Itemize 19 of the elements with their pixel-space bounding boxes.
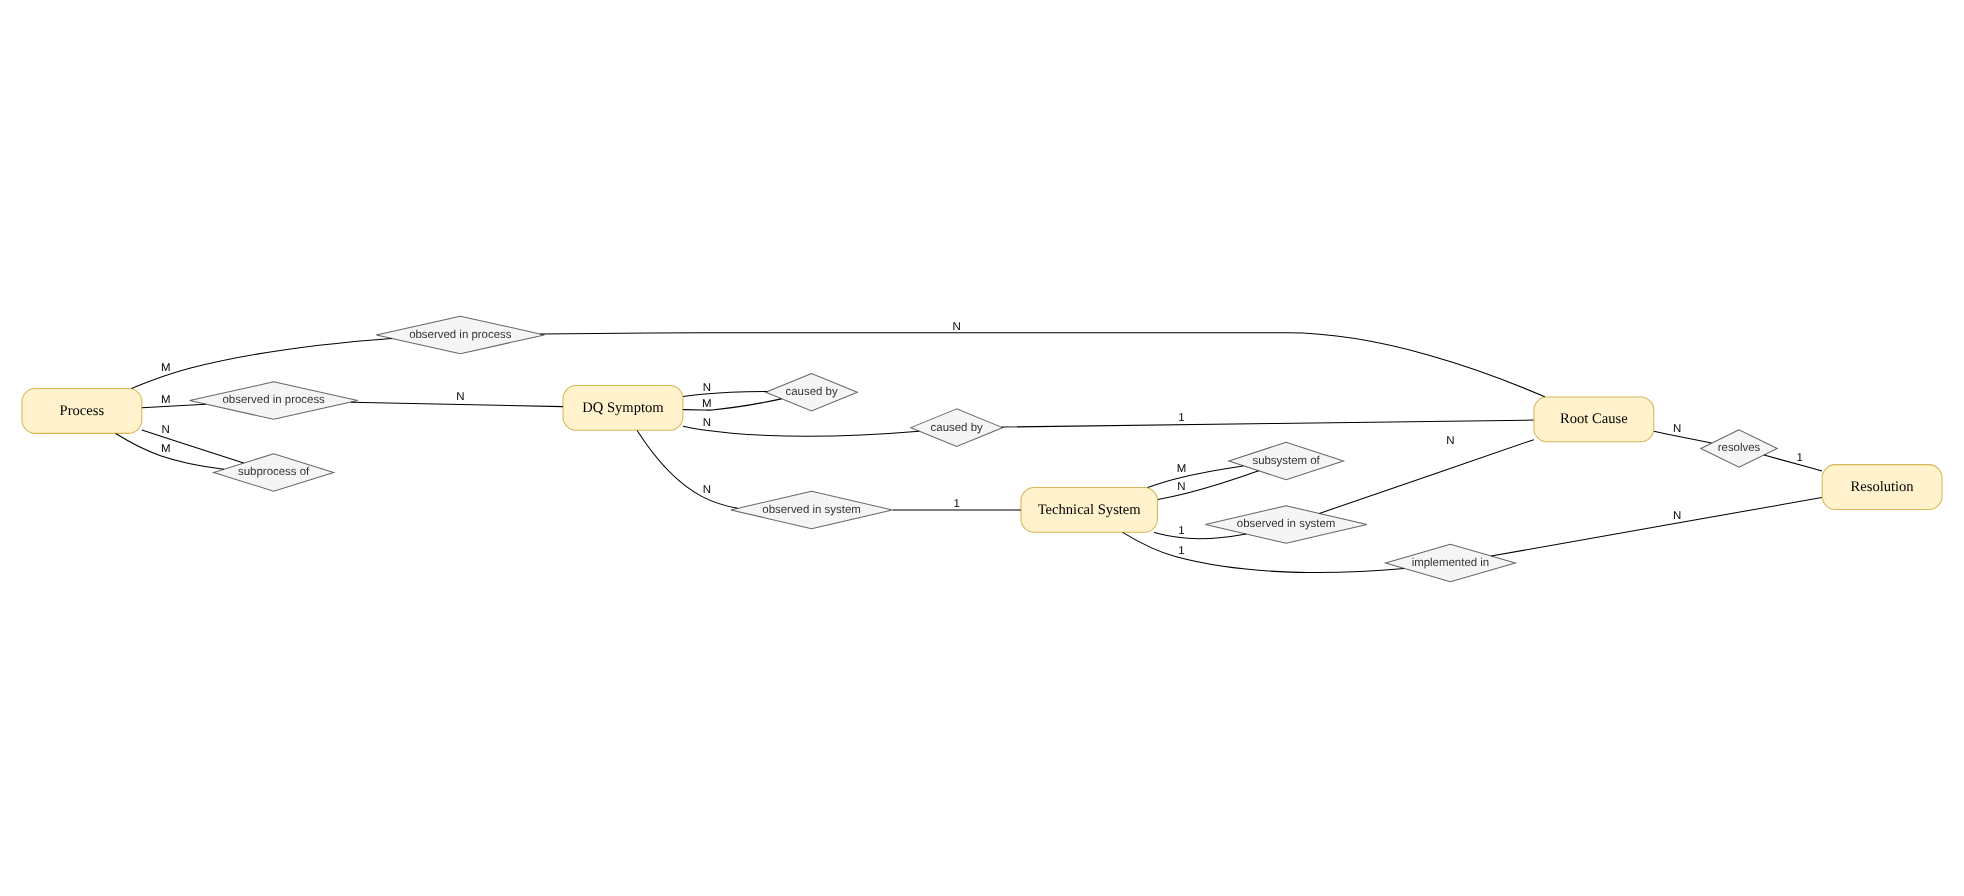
connector bbox=[539, 331, 1546, 397]
connector bbox=[1318, 438, 1535, 513]
connector bbox=[141, 428, 245, 463]
connector bbox=[350, 400, 564, 407]
connector bbox=[141, 402, 207, 408]
connector bbox=[115, 432, 225, 469]
connector bbox=[682, 424, 920, 436]
connector bbox=[1490, 496, 1823, 556]
connector bbox=[1763, 453, 1823, 471]
connector bbox=[1653, 429, 1712, 443]
connector bbox=[130, 336, 393, 388]
connector bbox=[636, 429, 739, 508]
connector bbox=[1153, 530, 1247, 539]
connector bbox=[682, 397, 782, 410]
connector bbox=[1147, 464, 1244, 487]
connector bbox=[1157, 469, 1260, 500]
connector bbox=[1000, 418, 1535, 427]
connector bbox=[1122, 530, 1405, 573]
connector bbox=[682, 390, 768, 397]
